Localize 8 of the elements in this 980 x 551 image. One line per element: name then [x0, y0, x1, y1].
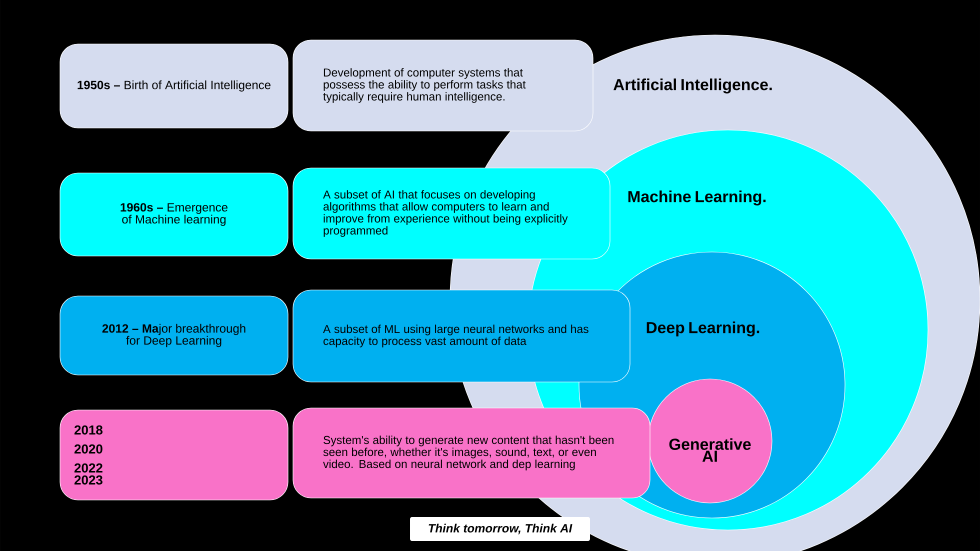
description-box: A subset of AI that focuses on developing algorithms that allow computers to learn and improve from experience without being explicitly programmed	[292, 168, 610, 260]
footer-banner: Think tomorrow, Think AI	[410, 517, 590, 541]
timeline-box: 2012 – Major breakthrough for Deep Learning	[60, 296, 288, 376]
timeline-box: 1950s – Birth of Artificial Intelligence	[60, 44, 288, 128]
timeline-box: 1960s – Emergence of Machine learning	[60, 172, 288, 256]
timeline-box: 2018 2020 2022 2023	[60, 410, 288, 500]
description-box: A subset of ML using large neural networks and has capacity to process vast amount of data	[292, 290, 630, 382]
description-box: Development of computer systems that possess the ability to perform tasks that typically require human intelligence.	[292, 40, 594, 132]
